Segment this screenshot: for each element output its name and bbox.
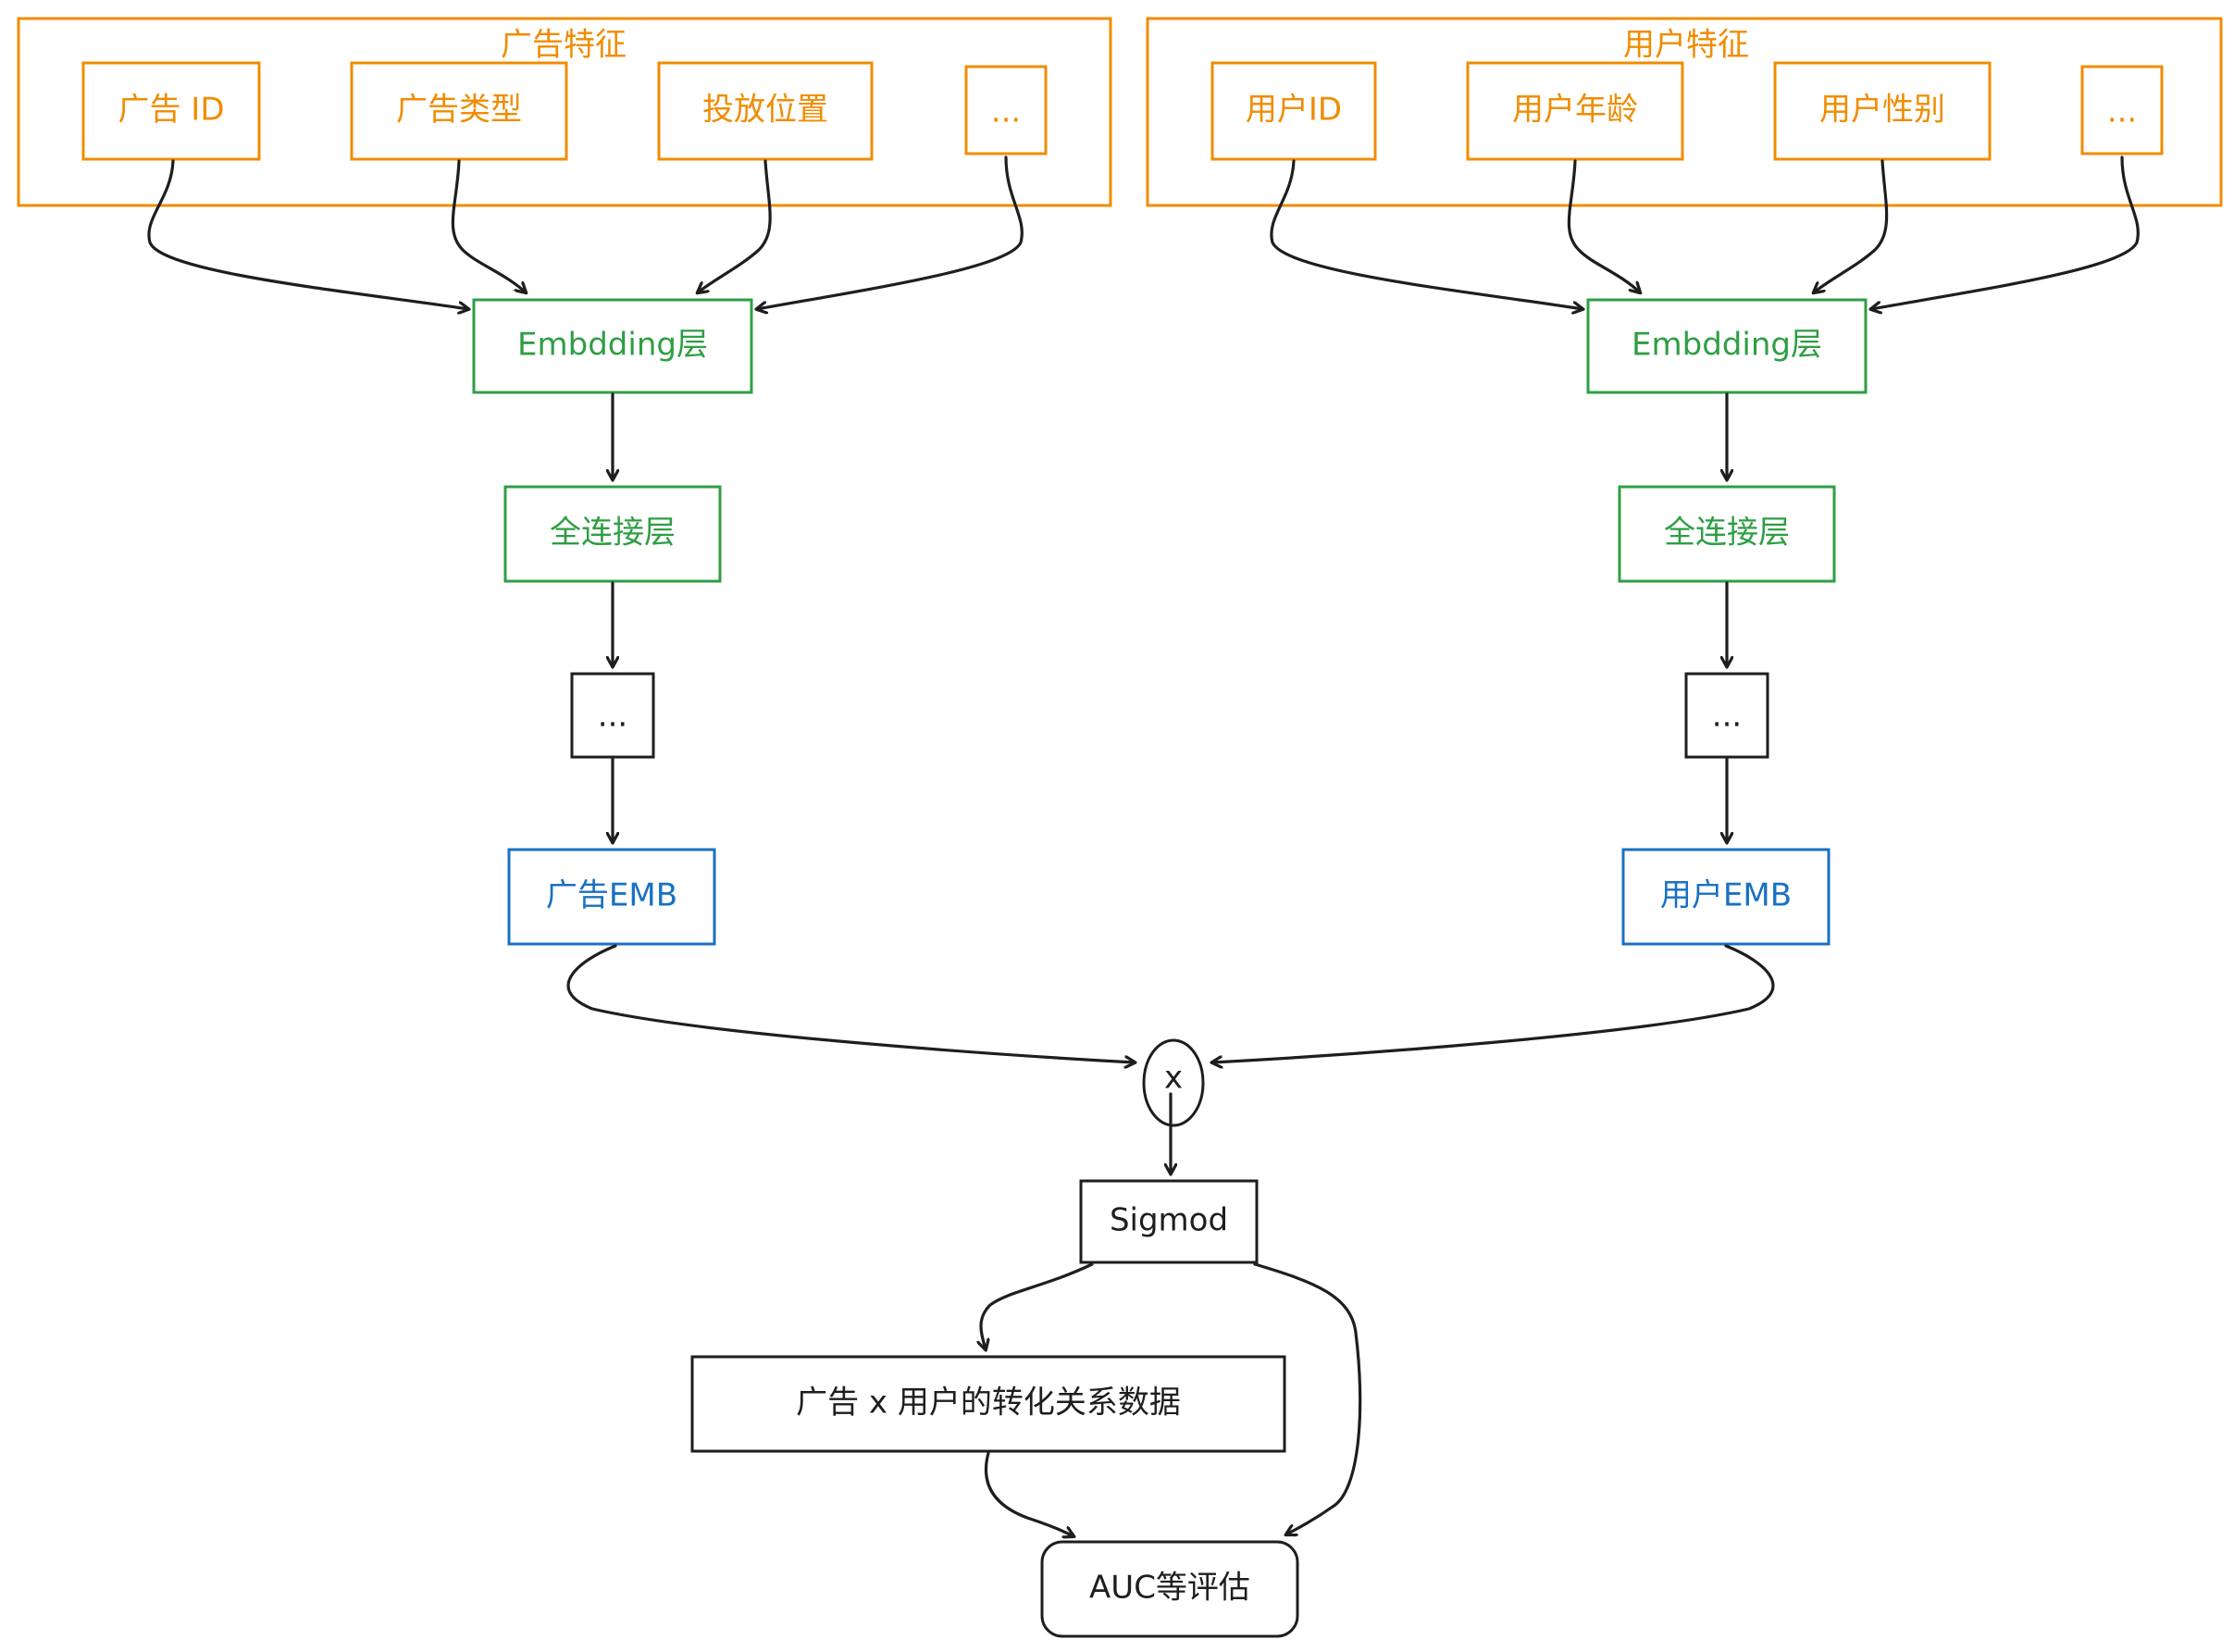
arrow-user-age-to-embedding xyxy=(1567,159,1640,292)
arrow-sigmoid-to-conversion-data xyxy=(981,1262,1094,1349)
user-feature-gender-label: 用户性别 xyxy=(1819,92,1945,129)
arrow-user-id-to-embedding xyxy=(1270,159,1582,309)
ad-feature-position-label: 投放位置 xyxy=(702,92,828,129)
user-feature-more-label: ... xyxy=(2107,93,2137,130)
ad-feature-id-label: 广告 ID xyxy=(118,92,224,129)
arrow-conversion-data-to-evaluation xyxy=(984,1451,1074,1536)
ad-fc-layer-box xyxy=(503,485,722,583)
arrow-user-emb-to-multiply xyxy=(1212,944,1775,1062)
user-feature-gender-box xyxy=(1773,61,1992,161)
user-features-group: 用户特征 用户ID 用户年龄 用户性别 ... xyxy=(1146,17,2223,207)
multiply-operator-node xyxy=(1142,1038,1205,1127)
user-feature-more-box xyxy=(2080,65,2164,155)
evaluation-box xyxy=(1040,1540,1299,1638)
arrow-ad-type-to-embedding xyxy=(451,159,526,292)
ad-tower-ellipsis-box xyxy=(570,672,655,759)
user-tower-ellipsis-label: ... xyxy=(1712,698,1742,735)
user-feature-id-label: 用户ID xyxy=(1246,92,1342,129)
ad-feature-type-label: 广告类型 xyxy=(396,92,522,129)
ad-fc-layer-label: 全连接层 xyxy=(550,515,676,552)
user-fc-layer-box xyxy=(1618,485,1836,583)
user-feature-id-box xyxy=(1210,61,1377,161)
conversion-data-label: 广告 x 用户的转化关系数据 xyxy=(796,1385,1181,1422)
conversion-data-box xyxy=(690,1355,1286,1453)
ad-feature-position-box xyxy=(657,61,874,161)
user-fc-layer-label: 全连接层 xyxy=(1664,515,1790,552)
arrow-ad-more-to-embedding xyxy=(757,155,1024,309)
multiply-operator-label: x xyxy=(1164,1060,1183,1097)
ad-emb-box xyxy=(507,848,716,946)
arrow-user-gender-to-embedding xyxy=(1814,159,1889,292)
user-tower: Embdding层 全连接层 ... 用户EMB xyxy=(1586,298,1868,946)
ad-features-container xyxy=(17,17,1112,207)
connectors xyxy=(147,155,2140,1536)
sigmoid-box xyxy=(1079,1179,1259,1264)
arrow-ad-position-to-embedding xyxy=(698,159,772,292)
ad-embedding-layer-label: Embdding层 xyxy=(517,327,708,364)
arrow-ad-emb-to-multiply xyxy=(566,944,1135,1062)
evaluation-label: AUC等评估 xyxy=(1089,1570,1250,1607)
arrow-ad-id-to-embedding xyxy=(147,159,468,309)
user-emb-box xyxy=(1621,848,1831,946)
user-feature-age-box xyxy=(1466,61,1684,161)
ad-feature-more-box xyxy=(964,65,1048,155)
ad-tower-ellipsis-label: ... xyxy=(598,698,627,735)
ad-feature-id-box xyxy=(81,61,261,161)
ad-embedding-layer-box xyxy=(472,298,753,394)
user-feature-age-label: 用户年龄 xyxy=(1512,92,1638,129)
ad-tower: Embdding层 全连接层 ... 广告EMB xyxy=(472,298,753,946)
ad-emb-label: 广告EMB xyxy=(546,877,677,914)
user-embedding-layer-label: Embdding层 xyxy=(1632,327,1822,364)
user-emb-label: 用户EMB xyxy=(1660,877,1792,914)
user-embedding-layer-box xyxy=(1586,298,1868,394)
user-features-title: 用户特征 xyxy=(1623,27,1749,64)
merge-section: x Sigmod 广告 x 用户的转化关系数据 AUC等评估 xyxy=(690,1038,1299,1638)
ad-features-title: 广告特征 xyxy=(501,27,627,64)
arrow-sigmoid-to-evaluation xyxy=(1253,1262,1362,1534)
sigmoid-label: Sigmod xyxy=(1110,1202,1228,1239)
ad-feature-type-box xyxy=(350,61,568,161)
user-tower-ellipsis-box xyxy=(1684,672,1769,759)
ad-feature-more-label: ... xyxy=(991,93,1021,130)
arrow-user-more-to-embedding xyxy=(1871,155,2140,309)
ad-features-group: 广告特征 广告 ID 广告类型 投放位置 ... xyxy=(17,17,1112,207)
user-features-container xyxy=(1146,17,2223,207)
